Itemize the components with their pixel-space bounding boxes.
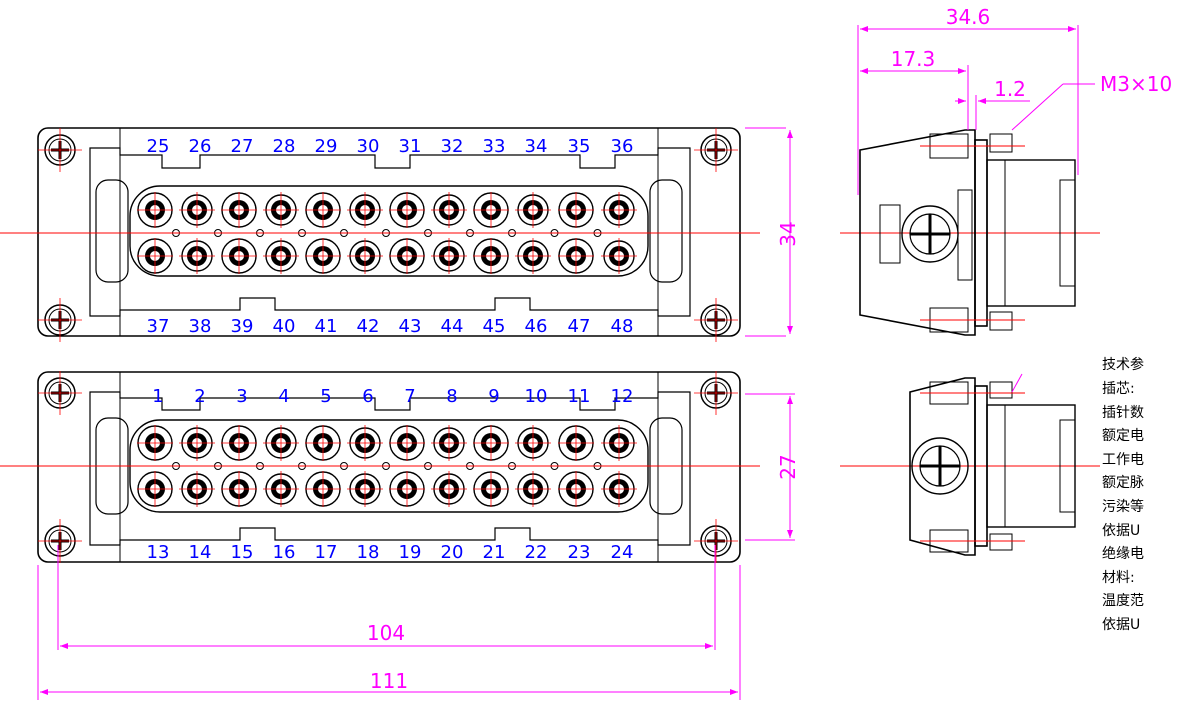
dim-1-2: 1.2 [994,77,1026,101]
spec-title: 技术参 [1102,357,1144,373]
pin-number-label: 34 [525,136,548,157]
pin-number-label: 47 [568,316,591,337]
bottom-pin-labels-lower: 13 14 15 16 17 18 19 20 21 22 23 24 [147,542,634,563]
pin-number-label: 21 [483,542,506,563]
pin-number-label: 37 [147,316,170,337]
spec-line: 插针数 [1102,404,1144,421]
spec-line: 温度范 [1102,593,1144,610]
spec-line: 依据U [1102,617,1141,633]
pin-number-label: 46 [525,316,548,337]
pin-number-label: 18 [357,542,380,563]
pin-number-label: 17 [315,542,338,563]
pin-number-label: 24 [611,542,634,563]
pin-number-label: 28 [273,136,296,157]
dim-111: 111 [370,669,408,693]
pin-number-label: 9 [488,386,499,407]
pin-number-label: 35 [568,136,591,157]
dimension-labels: 34 27 104 111 34.6 17.3 1.2 M3×10 [367,5,1172,693]
top-pin-grid [137,192,637,274]
pin-number-label: 38 [189,316,212,337]
pin-number-label: 6 [362,386,373,407]
pin-number-label: 30 [357,136,380,157]
pin-number-label: 40 [273,316,296,337]
top-pin-labels-lower: 37 38 39 40 41 42 43 44 45 46 47 48 [147,316,634,337]
pin-number-label: 26 [189,136,212,157]
pin-number-label: 39 [231,316,254,337]
pin-number-label: 2 [194,386,205,407]
top-front-view [37,127,741,337]
dim-104: 104 [367,621,405,645]
pin-number-label: 7 [404,386,415,407]
pin-number-label: 15 [231,542,254,563]
side-screw-centerlines [920,145,1025,542]
dim-screw: M3×10 [1100,72,1172,96]
pin-number-label: 20 [441,542,464,563]
centerlines [0,232,1100,467]
dim-34-6: 34.6 [946,5,991,29]
pin-number-label: 42 [357,316,380,337]
spec-line: 依据U [1102,522,1141,539]
pin-number-label: 12 [611,386,634,407]
dim-27: 27 [776,454,800,479]
pin-number-label: 36 [611,136,634,157]
spec-line: 绝缘电 [1102,546,1144,563]
top-pin-labels-upper: 25 26 27 28 29 30 31 32 33 34 35 36 [147,136,634,157]
dim-17-3: 17.3 [891,47,936,71]
bottom-pin-grid [137,425,637,507]
pin-number-label: 14 [189,542,212,563]
pin-number-label: 44 [441,316,464,337]
pin-number-label: 45 [483,316,506,337]
pin-number-label: 19 [399,542,422,563]
pin-number-label: 48 [611,316,634,337]
pin-number-label: 16 [273,542,296,563]
pin-number-label: 31 [399,136,422,157]
spec-line: 额定电 [1102,428,1144,445]
bottom-mounting-holes [38,371,738,563]
pin-number-label: 32 [441,136,464,157]
spec-line: 污染等 [1102,499,1144,515]
top-mounting-holes [38,128,738,342]
spec-line: 材料: [1102,569,1135,586]
spec-line: 插芯: [1102,381,1135,397]
pin-number-label: 3 [236,386,247,407]
pin-number-label: 22 [525,542,548,563]
pin-number-label: 8 [446,386,457,407]
spec-line: 额定脉 [1102,475,1144,492]
pin-number-label: 13 [147,542,170,563]
dimension-lines [37,25,1095,700]
pin-number-label: 29 [315,136,338,157]
pin-number-label: 41 [315,316,338,337]
pin-number-label: 43 [399,316,422,337]
pin-number-label: 23 [568,542,591,563]
pin-number-label: 5 [320,386,331,407]
pin-number-label: 25 [147,136,170,157]
pin-number-label: 1 [152,386,163,407]
pin-number-label: 4 [278,386,289,407]
pin-number-label: 11 [568,386,591,407]
pin-number-label: 27 [231,136,254,157]
pin-number-label: 10 [525,386,548,407]
pin-number-label: 33 [483,136,506,157]
dim-34: 34 [776,221,800,246]
spec-line: 工作电 [1102,451,1144,468]
